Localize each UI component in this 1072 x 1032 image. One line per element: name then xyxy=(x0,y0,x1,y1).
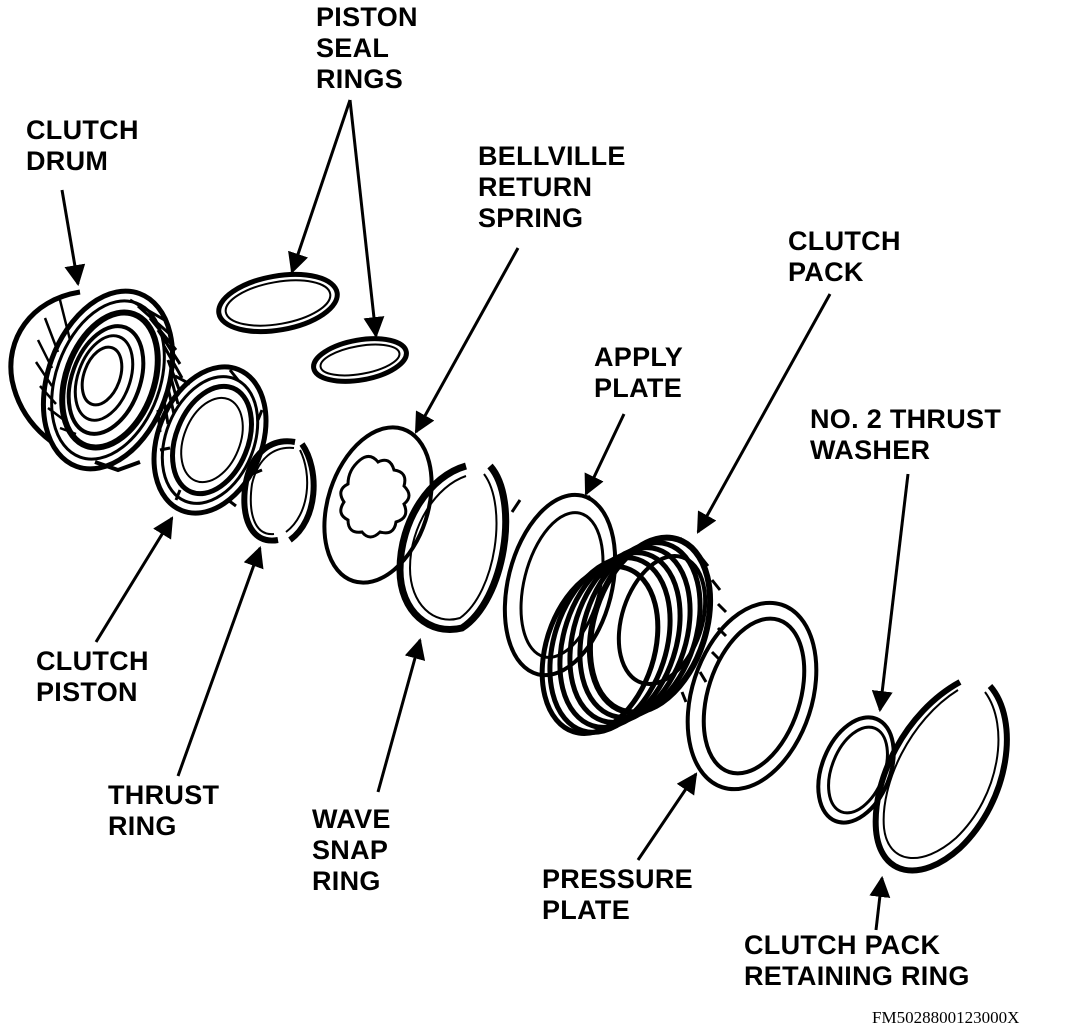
piston-seal-rings-label: PISTON SEAL RINGS xyxy=(316,2,418,95)
arrow-bellville-return-spring xyxy=(414,247,520,434)
arrow-clutch-pack xyxy=(696,293,832,534)
label-line: PRESSURE xyxy=(542,864,693,894)
label-line: PLATE xyxy=(594,373,682,403)
label-line: PACK xyxy=(788,257,864,287)
arrow-apply-plate xyxy=(584,413,626,496)
bellville-return-spring-label: BELLVILLE RETURN SPRING xyxy=(478,141,626,234)
label-line: CLUTCH PACK xyxy=(744,930,941,960)
leader-arrows xyxy=(60,99,910,931)
arrow-clutch-drum xyxy=(60,189,86,287)
label-line: CLUTCH xyxy=(36,646,149,676)
label-line: APPLY xyxy=(594,342,684,372)
label-line: PISTON xyxy=(36,677,138,707)
label-line: SEAL xyxy=(316,33,390,63)
clutch-pack-part xyxy=(539,534,728,736)
pressure-plate-part xyxy=(685,600,819,792)
clutch-drum-label: CLUTCH DRUM xyxy=(26,115,139,177)
label-line: CLUTCH xyxy=(26,115,139,145)
label-line: DRUM xyxy=(26,146,109,176)
wave-snap-ring-part xyxy=(396,462,510,633)
clutch-piston-label: CLUTCH PISTON xyxy=(36,646,149,708)
figure-id: FM5028800123000X xyxy=(872,1008,1020,1027)
label-line: NO. 2 THRUST xyxy=(810,404,1002,434)
no2-thrust-washer-part xyxy=(816,715,896,825)
clutch-pack-retaining-ring-label: CLUTCH PACK RETAINING RING xyxy=(744,930,970,992)
apply-plate-label: APPLY PLATE xyxy=(594,342,683,404)
thrust-ring-part xyxy=(241,438,317,544)
label-line: BELLVILLE xyxy=(478,141,626,171)
arrow-thrust-ring xyxy=(176,546,264,777)
clutch-pack-label: CLUTCH PACK xyxy=(788,226,901,288)
label-line: RETURN xyxy=(478,172,593,202)
label-line: CLUTCH xyxy=(788,226,901,256)
piston-seal-rings-part xyxy=(216,271,409,384)
no2-thrust-washer-label: NO. 2 THRUST WASHER xyxy=(810,404,1001,466)
wave-snap-ring-label: WAVE SNAP RING xyxy=(312,804,391,897)
label-line: PISTON xyxy=(316,2,418,32)
arrow-wave-snap-ring xyxy=(376,637,426,793)
label-line: WASHER xyxy=(810,435,931,465)
bellville-return-spring-part xyxy=(322,425,434,585)
clutch-drum-part xyxy=(8,288,184,473)
arrow-no2-thrust-washer xyxy=(871,473,910,713)
pressure-plate-label: PRESSURE PLATE xyxy=(542,864,693,926)
arrow-clutch-pack-retaining-ring xyxy=(869,875,891,931)
label-line: RING xyxy=(312,866,381,896)
clutch-pack-retaining-ring-part xyxy=(872,679,1010,874)
label-line: SPRING xyxy=(478,203,584,233)
arrow-piston-seal-ring-lower xyxy=(348,99,385,339)
label-line: THRUST xyxy=(108,780,220,810)
label-line: RINGS xyxy=(316,64,404,94)
label-line: PLATE xyxy=(542,895,630,925)
arrow-pressure-plate xyxy=(636,772,698,861)
label-line: SNAP xyxy=(312,835,389,865)
label-line: RETAINING RING xyxy=(744,961,970,991)
label-line: WAVE xyxy=(312,804,391,834)
arrow-clutch-piston xyxy=(94,516,174,643)
label-line: RING xyxy=(108,811,177,841)
thrust-ring-label: THRUST RING xyxy=(108,780,219,842)
arrow-piston-seal-ring-upper xyxy=(288,99,352,274)
